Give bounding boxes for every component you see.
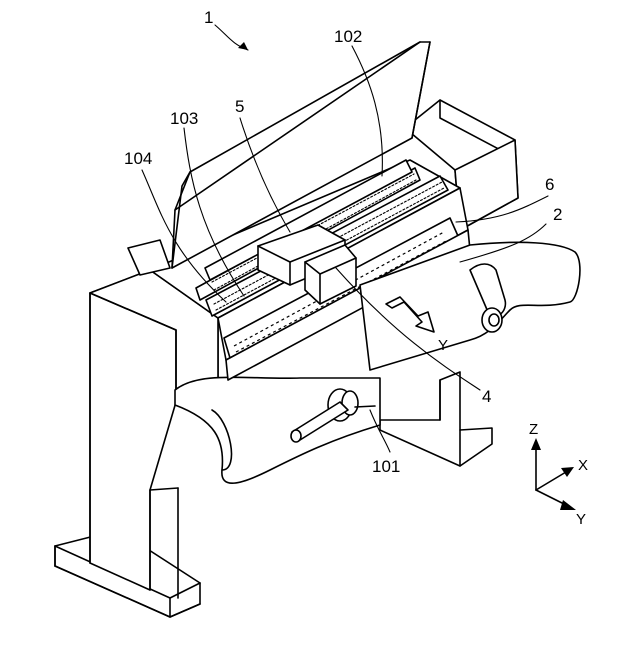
axis-x-label: X (578, 457, 588, 474)
axis-y-label: Y (576, 511, 586, 528)
label-roll-shaft: 101 (372, 457, 400, 476)
label-carriage: 5 (235, 97, 244, 116)
label-guide: 103 (170, 109, 198, 128)
label-cover: 6 (545, 175, 554, 194)
label-feed-y: Y (438, 337, 448, 354)
axis-z-label: Z (529, 421, 538, 438)
label-apparatus: 1 (204, 8, 213, 27)
left-stand (55, 270, 218, 617)
label-carriage-rail: 102 (334, 27, 362, 46)
label-belt: 104 (124, 149, 152, 168)
label-head: 4 (482, 387, 491, 406)
right-stand (380, 372, 492, 466)
label-medium: 2 (553, 205, 562, 224)
axes-triad: Z X Y (529, 421, 588, 528)
